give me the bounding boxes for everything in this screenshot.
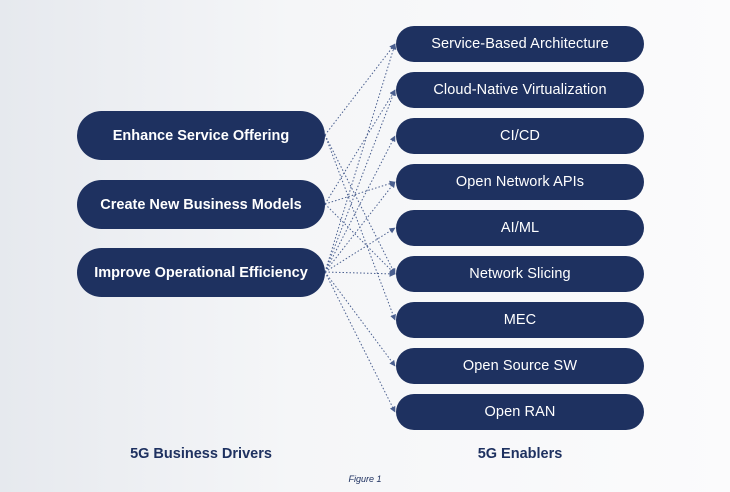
- connector-line: [324, 271, 396, 413]
- connector-line: [324, 135, 396, 273]
- connector-line: [324, 89, 396, 273]
- enabler-mec: MEC: [396, 302, 644, 338]
- enabler-network-slicing: Network Slicing: [396, 256, 644, 292]
- connector-line: [324, 180, 396, 205]
- connector-line: [324, 43, 397, 273]
- connector-line: [324, 89, 396, 205]
- driver-improve-operational-efficiency: Improve Operational Efficiency: [77, 248, 325, 297]
- connector-line: [324, 227, 396, 273]
- connector-line: [324, 181, 396, 273]
- enabler-service-based-architecture: Service-Based Architecture: [396, 26, 644, 62]
- driver-enhance-service-offering: Enhance Service Offering: [77, 111, 325, 160]
- connector-line: [324, 203, 396, 275]
- enabler-ai-ml: AI/ML: [396, 210, 644, 246]
- connector-line: [324, 43, 396, 136]
- connector-line: [324, 270, 396, 277]
- connector-line: [324, 271, 396, 367]
- enabler-ci-cd: CI/CD: [396, 118, 644, 154]
- enablers-heading: 5G Enablers: [477, 446, 563, 462]
- driver-create-new-business-models: Create New Business Models: [77, 180, 325, 229]
- figure-caption: Figure 1: [348, 474, 382, 484]
- enabler-open-source-sw: Open Source SW: [396, 348, 644, 384]
- enabler-open-network-apis: Open Network APIs: [396, 164, 644, 200]
- drivers-heading: 5G Business Drivers: [130, 446, 272, 462]
- enabler-open-ran: Open RAN: [396, 394, 644, 430]
- connector-line: [324, 134, 396, 275]
- enabler-cloud-native-virtualization: Cloud-Native Virtualization: [396, 72, 644, 108]
